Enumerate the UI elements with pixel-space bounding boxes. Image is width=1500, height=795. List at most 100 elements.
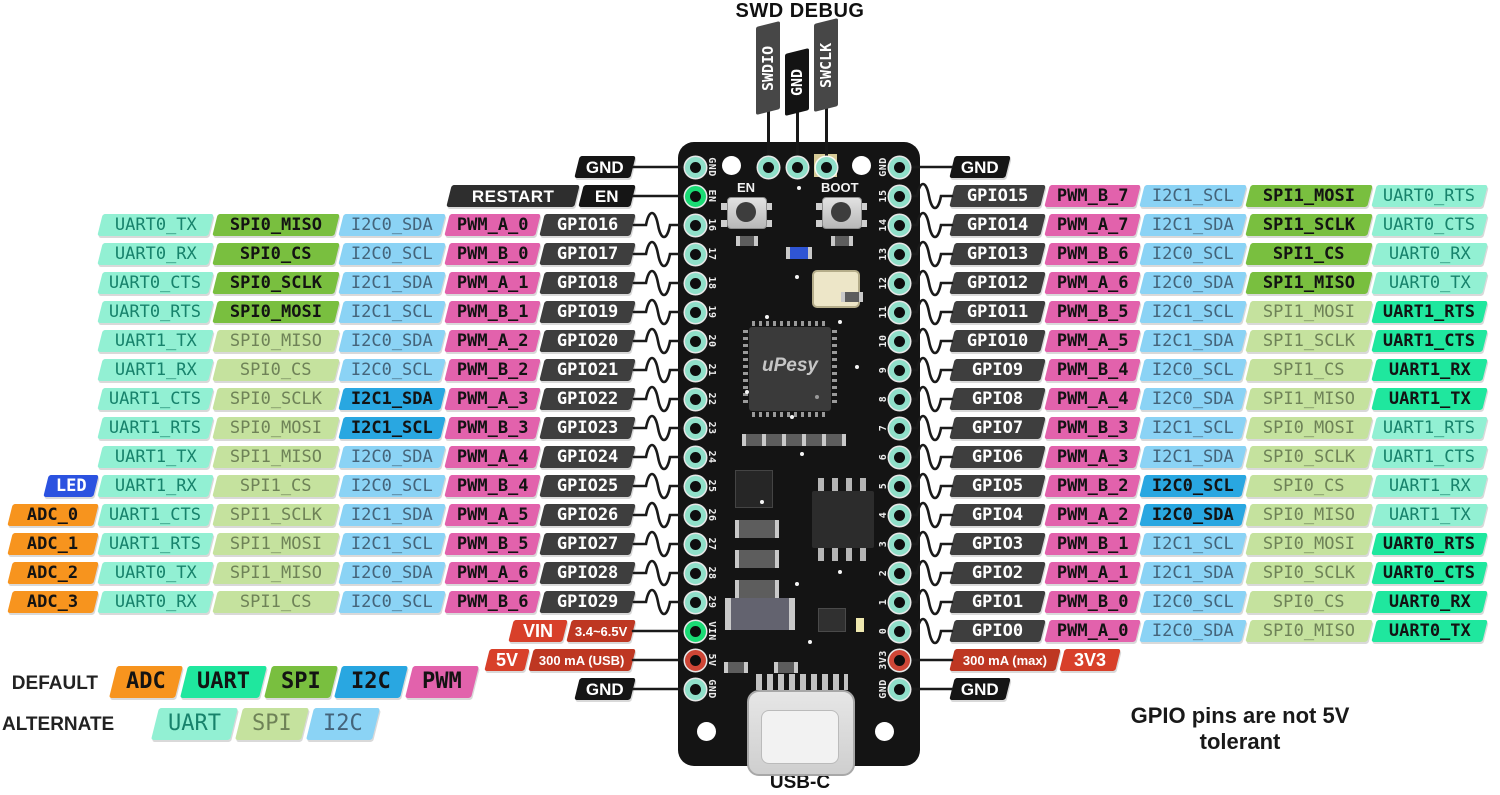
en-button-cap <box>736 202 756 222</box>
pin-wire <box>908 501 954 529</box>
pin-wire <box>632 559 687 587</box>
pad-swd-swdio <box>757 156 779 178</box>
power-led <box>856 618 864 632</box>
badge-uart0-tx: UART0_TX <box>1371 620 1488 642</box>
capacitor <box>774 662 798 673</box>
mcu-pins <box>832 330 837 406</box>
badge-gpio21: GPIO21 <box>539 359 636 381</box>
badge-pwm-a-1: PWM_A_1 <box>444 272 541 294</box>
badge-gpio28: GPIO28 <box>539 562 636 584</box>
badge-pwm-a-3: PWM_A_3 <box>1044 446 1141 468</box>
badge-spi1-sclk: SPI1_SCLK <box>1245 330 1373 352</box>
pad-right-15 <box>888 185 910 207</box>
badge-uart0-cts: UART0_CTS <box>1371 214 1488 236</box>
badge-vin: VIN <box>508 620 568 642</box>
badge-uart0-rx: UART0_RX <box>97 591 214 613</box>
badge-i2c0-sda: I2C0_SDA <box>338 214 446 236</box>
badge-pwm-b-1: PWM_B_1 <box>1044 533 1141 555</box>
badge-en: EN <box>578 185 636 207</box>
resistor <box>735 580 779 598</box>
pin-wire <box>632 501 687 529</box>
badge-gpio1: GPIO1 <box>949 591 1046 613</box>
pin-wire <box>631 678 687 700</box>
legend-default-label: DEFAULT <box>11 673 98 694</box>
capacitor <box>724 662 748 673</box>
pin-wire <box>632 385 687 413</box>
badge-spi0-sclk: SPI0_SCLK <box>1245 446 1373 468</box>
chip-pin1-dot <box>815 395 819 399</box>
badge-gpio26: GPIO26 <box>539 504 636 526</box>
badge-spi1-miso: SPI1_MISO <box>1245 272 1373 294</box>
badge-uart1-cts: UART1_CTS <box>97 504 214 526</box>
badge-spi0-sclk: SPI0_SCLK <box>212 388 340 410</box>
badge-i2c0-scl: I2C0_SCL <box>1139 243 1247 265</box>
badge-pwm-a-1: PWM_A_1 <box>1044 562 1141 584</box>
badge-gpio23: GPIO23 <box>539 417 636 439</box>
pin-wire <box>908 443 954 471</box>
right-pin-row-gnd: GND <box>908 678 1011 700</box>
legend-badge-uart: UART <box>151 708 238 740</box>
button-leg <box>816 220 822 227</box>
badge-uart1-cts: UART1_CTS <box>1371 330 1488 352</box>
upesy-logo: uPesy <box>762 355 818 376</box>
badge-gpio12: GPIO12 <box>949 272 1046 294</box>
badge-spi1-miso: SPI1_MISO <box>1245 388 1373 410</box>
badge-pwm-b-2: PWM_B_2 <box>444 359 541 381</box>
swd-pin-label-swdio: SWDIO <box>756 21 780 115</box>
badge-i2c0-sda: I2C0_SDA <box>1139 620 1247 642</box>
badge-pwm-a-3: PWM_A_3 <box>444 388 541 410</box>
pin-wire <box>908 298 954 326</box>
flash-pins <box>818 478 868 491</box>
legend-badge-spi: SPI <box>234 708 309 740</box>
badge-gpio29: GPIO29 <box>539 591 636 613</box>
badge-i2c0-sda: I2C0_SDA <box>1139 388 1247 410</box>
pad-swd-swclk <box>815 156 837 178</box>
badge-pwm-a-6: PWM_A_6 <box>1044 272 1141 294</box>
badge-pwm-b-1: PWM_B_1 <box>444 301 541 323</box>
badge-pwm-b-3: PWM_B_3 <box>444 417 541 439</box>
pin-wire <box>908 559 954 587</box>
capacitor <box>841 292 863 302</box>
badge-uart1-rx: UART1_RX <box>1371 359 1488 381</box>
badge-uart1-cts: UART1_CTS <box>97 388 214 410</box>
badge-uart0-tx: UART0_TX <box>97 214 214 236</box>
badge-i2c1-scl: I2C1_SCL <box>338 301 446 323</box>
pad-right-gnd <box>888 678 910 700</box>
badge-i2c1-sda: I2C1_SDA <box>1139 330 1247 352</box>
badge-spi0-miso: SPI0_MISO <box>1245 504 1373 526</box>
badge-i2c0-scl: I2C0_SCL <box>338 243 446 265</box>
pad-left-en <box>684 185 706 207</box>
pin-wire <box>632 472 687 500</box>
mcu-pins <box>752 412 828 417</box>
pad-right-1 <box>888 591 910 613</box>
badge-i2c1-scl: I2C1_SCL <box>1139 533 1247 555</box>
badge-pwm-b-4: PWM_B_4 <box>444 475 541 497</box>
badge-gpio14: GPIO14 <box>949 214 1046 236</box>
pad-left-21 <box>684 359 706 381</box>
en-button <box>727 197 767 229</box>
badge-gpio8: GPIO8 <box>949 388 1046 410</box>
badge-uart0-cts: UART0_CTS <box>1371 562 1488 584</box>
badge-uart0-rx: UART0_RX <box>1371 591 1488 613</box>
badge-i2c0-sda: I2C0_SDA <box>338 562 446 584</box>
badge-spi1-cs: SPI1_CS <box>212 475 340 497</box>
badge-gpio9: GPIO9 <box>949 359 1046 381</box>
badge-spi0-cs: SPI0_CS <box>212 243 340 265</box>
pad-left-20 <box>684 330 706 352</box>
pin-wire <box>631 620 687 642</box>
badge-gnd: GND <box>574 678 636 700</box>
capacitor <box>736 236 758 246</box>
